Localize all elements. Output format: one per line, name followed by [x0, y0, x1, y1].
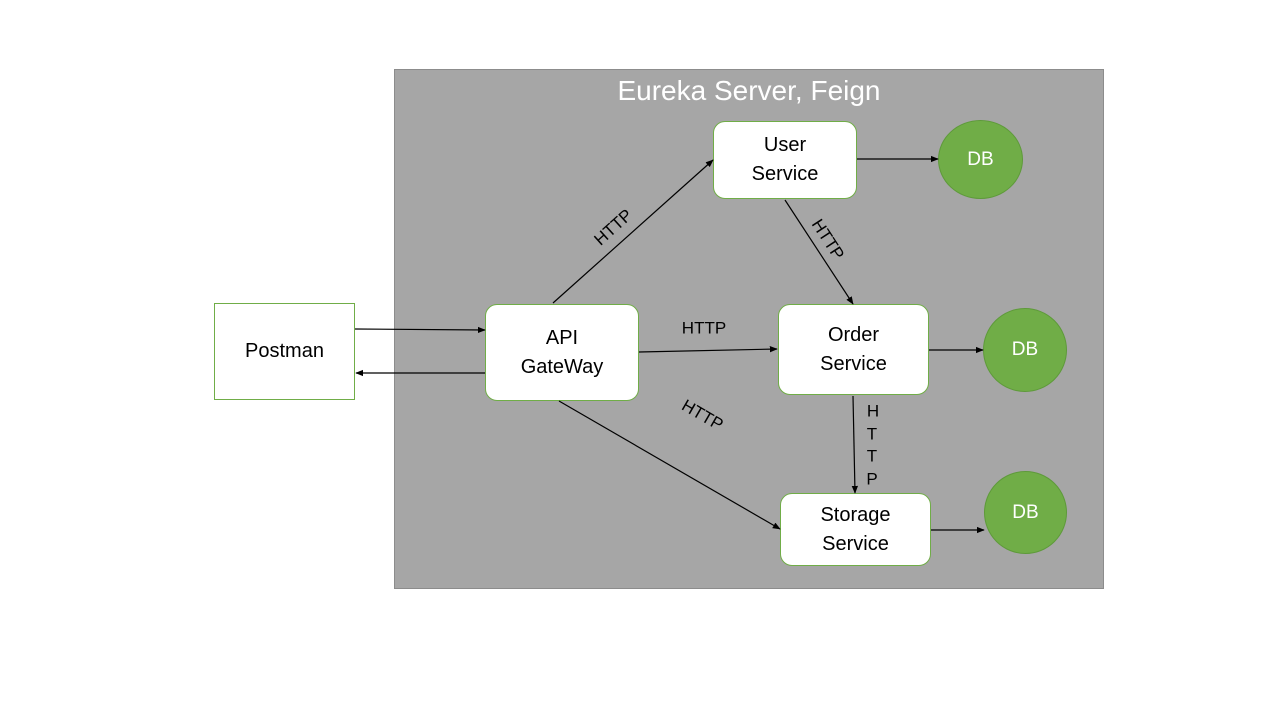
api-gateway-node[interactable]: API GateWay: [485, 304, 639, 401]
user-service-label-line1: User: [763, 134, 807, 156]
storage-service-label-line2: Service: [822, 532, 889, 555]
order-db[interactable]: DB: [983, 308, 1067, 392]
storage-service-label-line1: Storage: [820, 503, 891, 526]
api-gateway-label-line2: GateWay: [520, 355, 604, 378]
api-gateway-label-line1: API: [545, 326, 579, 349]
user-service-node[interactable]: User Service: [713, 121, 857, 199]
order-service-label-line1: Order: [827, 323, 880, 346]
user-db[interactable]: DB: [938, 120, 1023, 199]
user-service-label-line2: Service: [751, 163, 819, 185]
storage-db[interactable]: DB: [984, 471, 1067, 554]
postman-label: Postman: [245, 340, 324, 362]
order-service-node[interactable]: Order Service: [778, 304, 929, 395]
postman-node[interactable]: Postman: [214, 303, 355, 400]
cluster-title: Eureka Server, Feign: [617, 75, 881, 106]
order-service-label-line2: Service: [820, 352, 887, 375]
storage-service-node[interactable]: Storage Service: [780, 493, 931, 566]
